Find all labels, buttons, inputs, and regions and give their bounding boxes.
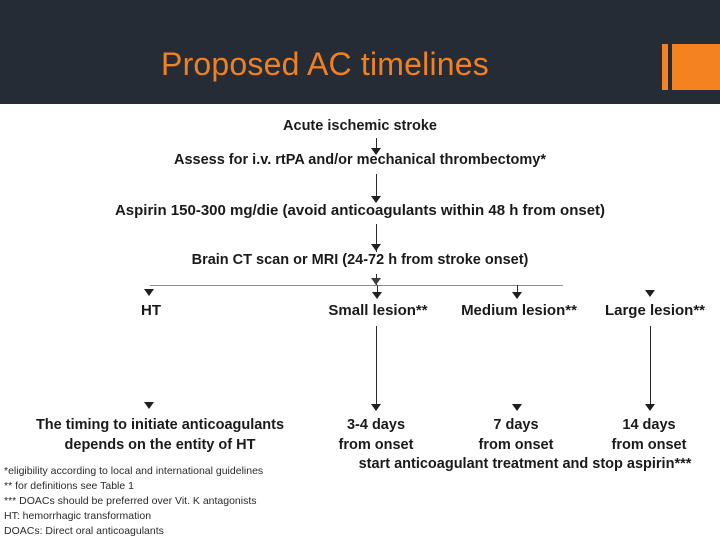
footnote-item: HT: hemorrhagic transformation — [4, 509, 152, 522]
arrowhead-medium-outcome — [511, 404, 522, 411]
node-ht: HT — [141, 302, 161, 319]
footnote-item: *** DOACs should be preferred over Vit. … — [4, 494, 257, 507]
node-medium-lesion: Medium lesion** — [461, 302, 577, 319]
node-ht-timing-line1: The timing to initiate anticoagulants — [35, 417, 285, 433]
node-start-anticoagulant: start anticoagulant treatment and stop a… — [358, 456, 692, 472]
connector-small-long — [376, 326, 378, 410]
arrowhead-branch-large — [645, 290, 655, 297]
node-large-days-line2: from onset — [611, 436, 687, 453]
arrowhead-ht-outcome — [144, 402, 154, 409]
arrowhead-brain-down — [370, 278, 381, 285]
node-small-days-line2: from onset — [338, 436, 414, 453]
arrowhead-large-outcome — [644, 404, 655, 411]
node-medium-days-line1: 7 days — [493, 417, 539, 433]
node-ht-timing: The timing to initiate anticoagulants de… — [0, 416, 320, 455]
node-large-days: 14 days from onset — [585, 416, 713, 455]
connector-assess-to-aspirin — [376, 174, 378, 202]
arrowhead-branch-medium — [511, 292, 522, 299]
node-small-days: 3-4 days from onset — [312, 416, 440, 455]
node-brain-ct-mri: Brain CT scan or MRI (24-72 h from strok… — [191, 252, 529, 268]
connector-drop-small — [377, 285, 379, 295]
page-title: Proposed AC timelines — [161, 46, 489, 82]
footnote-item: ** for definitions see Table 1 — [4, 479, 134, 492]
connector-aspirin-to-brain — [376, 224, 378, 252]
node-large-lesion: Large lesion** — [604, 302, 706, 319]
node-small-lesion: Small lesion** — [328, 302, 428, 319]
footnote-list: *eligibility according to local and inte… — [4, 464, 344, 539]
arrowhead-small-outcome — [370, 404, 381, 411]
connector-branch-bus — [150, 285, 563, 287]
node-medium-days-line2: from onset — [478, 436, 554, 453]
node-small-days-line1: 3-4 days — [346, 417, 406, 433]
arrowhead-assess-to-aspirin — [370, 196, 381, 203]
connector-large-long — [650, 326, 652, 410]
arrowhead-branch-ht — [144, 289, 154, 296]
node-large-days-line1: 14 days — [622, 417, 676, 433]
connector-acute-to-assess — [376, 138, 378, 150]
arrowhead-aspirin-to-brain — [370, 244, 381, 251]
title-bar — [0, 0, 720, 104]
node-assess-rtpa: Assess for i.v. rtPA and/or mechanical t… — [173, 152, 546, 168]
decoration-block — [672, 44, 720, 90]
arrowhead-branch-small — [371, 292, 382, 299]
node-acute-ischemic-stroke: Acute ischemic stroke — [283, 118, 437, 134]
connector-drop-medium — [517, 285, 519, 295]
node-aspirin: Aspirin 150-300 mg/die (avoid anticoagul… — [114, 202, 606, 219]
arrowhead-acute-to-assess — [370, 148, 381, 155]
connector-ht-long — [150, 396, 152, 404]
node-ht-timing-line2: depends on the entity of HT — [64, 436, 256, 453]
footnote-item: *eligibility according to local and inte… — [4, 465, 264, 477]
node-medium-days: 7 days from onset — [452, 416, 580, 455]
decoration-thin-bar — [662, 44, 668, 90]
flowchart-figure: Acute ischemic stroke Assess for i.v. rt… — [0, 104, 720, 540]
footnote-item: DOACs: Direct oral anticoagulants — [4, 524, 164, 537]
